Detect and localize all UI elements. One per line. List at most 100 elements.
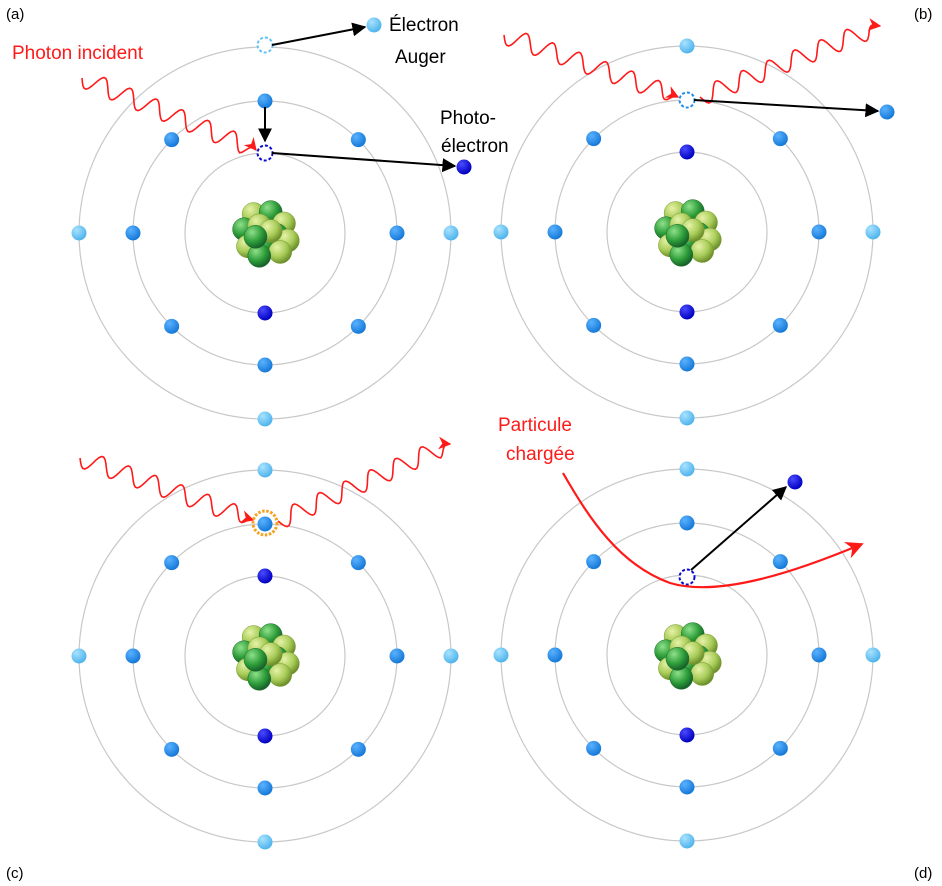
inner-shell-electron bbox=[257, 728, 273, 744]
middle-shell-electron bbox=[389, 648, 405, 664]
auger-label-line2: Auger bbox=[395, 47, 446, 68]
middle-shell-electron bbox=[772, 131, 788, 147]
inner-shell-electron bbox=[257, 305, 273, 321]
inner-shell-electron bbox=[679, 144, 695, 160]
excited-electron-ring bbox=[251, 509, 279, 537]
ejected-electron-arrow-d bbox=[690, 486, 788, 571]
compton-electron-arrow bbox=[693, 99, 880, 118]
inner-shell-electron bbox=[679, 727, 695, 743]
compton-electron-dot bbox=[879, 104, 895, 120]
charged-particle-label-line1: Particule bbox=[498, 415, 572, 436]
photoelectron-dot bbox=[456, 159, 472, 175]
outer-shell-electron bbox=[443, 648, 459, 664]
auger-electron-arrow bbox=[271, 22, 367, 46]
nucleus-icon bbox=[232, 200, 300, 268]
outer-shell-electron bbox=[679, 833, 695, 849]
outer-shell-electron bbox=[679, 410, 695, 426]
panel-b-annotations bbox=[503, 18, 895, 120]
outer-shell-electron bbox=[257, 834, 273, 850]
atom-panel-c bbox=[71, 462, 459, 850]
atom-panel-d bbox=[493, 461, 881, 849]
middle-shell-electron bbox=[257, 516, 273, 532]
vacancy-dashed-circle-icon bbox=[256, 144, 274, 162]
nucleon bbox=[665, 224, 690, 248]
middle-shell-electron bbox=[772, 317, 788, 333]
scattered-photon-wave-b bbox=[699, 18, 882, 104]
photoelectron-arrow bbox=[271, 152, 457, 173]
nucleus-icon bbox=[654, 199, 722, 267]
middle-shell-electron bbox=[772, 554, 788, 570]
panel-tag-a: (a) bbox=[6, 6, 24, 23]
middle-shell-electron bbox=[350, 132, 366, 148]
middle-shell-electron bbox=[547, 647, 563, 663]
atom-panel-a bbox=[71, 36, 459, 427]
panel-d-annotations: Particule chargée bbox=[498, 415, 864, 589]
outer-shell-electron bbox=[71, 225, 87, 241]
auger-label-line1: Électron bbox=[389, 15, 459, 36]
middle-shell-electron bbox=[679, 356, 695, 372]
middle-shell-electron bbox=[772, 740, 788, 756]
panel-tag-d: (d) bbox=[914, 865, 932, 882]
ejected-electron-dot-d bbox=[787, 474, 803, 490]
nucleon bbox=[665, 647, 690, 671]
middle-shell-electron bbox=[679, 779, 695, 795]
middle-shell-electron bbox=[164, 318, 180, 334]
panel-tag-b: (b) bbox=[914, 6, 932, 23]
atom-panel-b bbox=[493, 38, 881, 426]
panel-c-annotations bbox=[79, 436, 452, 537]
incident-photon-wave-a bbox=[81, 76, 257, 154]
incident-photon-wave-b bbox=[503, 32, 680, 101]
charged-particle-path bbox=[562, 472, 864, 589]
middle-shell-electron bbox=[350, 741, 366, 757]
inner-shell-electron bbox=[257, 568, 273, 584]
outer-shell-electron bbox=[679, 461, 695, 477]
scattered-photon-wave-c bbox=[277, 436, 452, 528]
outer-shell-electron bbox=[443, 225, 459, 241]
middle-shell-electron bbox=[547, 224, 563, 240]
charged-particle-label-line2: chargée bbox=[506, 444, 575, 465]
middle-shell-electron bbox=[586, 554, 602, 570]
panel-tag-c: (c) bbox=[6, 865, 24, 882]
outer-shell-electron bbox=[679, 38, 695, 54]
nucleus-icon bbox=[232, 623, 300, 691]
outer-shell-electron bbox=[493, 224, 509, 240]
photoelectron-label-line2: électron bbox=[441, 136, 509, 157]
outer-shell-electron bbox=[493, 647, 509, 663]
nucleus-icon bbox=[654, 622, 722, 690]
photoelectron-label-line1: Photo- bbox=[440, 108, 496, 129]
middle-shell-electron bbox=[586, 317, 602, 333]
auger-electron-dot bbox=[366, 17, 382, 33]
nucleon bbox=[690, 662, 714, 686]
outer-shell-electron bbox=[865, 224, 881, 240]
middle-shell-electron bbox=[679, 515, 695, 531]
nucleon bbox=[268, 663, 292, 687]
middle-shell-electron bbox=[164, 741, 180, 757]
middle-shell-electron bbox=[586, 131, 602, 147]
vacancy-dashed-circle-icon bbox=[256, 36, 274, 54]
vacancy-dashed-circle-icon bbox=[678, 91, 696, 109]
outer-shell-electron bbox=[71, 648, 87, 664]
nucleon bbox=[243, 225, 268, 249]
middle-shell-electron bbox=[164, 132, 180, 148]
middle-shell-electron bbox=[811, 647, 827, 663]
middle-shell-electron bbox=[350, 318, 366, 334]
middle-shell-electron bbox=[257, 357, 273, 373]
middle-shell-electron bbox=[164, 555, 180, 571]
middle-shell-electron bbox=[586, 740, 602, 756]
incident-photon-label: Photon incident bbox=[12, 43, 144, 64]
nucleon bbox=[243, 648, 268, 672]
nucleon bbox=[268, 240, 292, 264]
panel-a-annotations: Photon incident Électron Auger Photo- él… bbox=[12, 15, 509, 175]
middle-shell-electron bbox=[389, 225, 405, 241]
inner-shell-electron bbox=[679, 304, 695, 320]
middle-shell-electron bbox=[125, 225, 141, 241]
incident-photon-wave-c bbox=[79, 455, 255, 524]
middle-shell-electron bbox=[811, 224, 827, 240]
nucleon bbox=[690, 239, 714, 263]
middle-shell-electron bbox=[125, 648, 141, 664]
outer-shell-electron bbox=[257, 462, 273, 478]
middle-shell-electron bbox=[350, 555, 366, 571]
outer-shell-electron bbox=[865, 647, 881, 663]
middle-shell-electron bbox=[257, 780, 273, 796]
